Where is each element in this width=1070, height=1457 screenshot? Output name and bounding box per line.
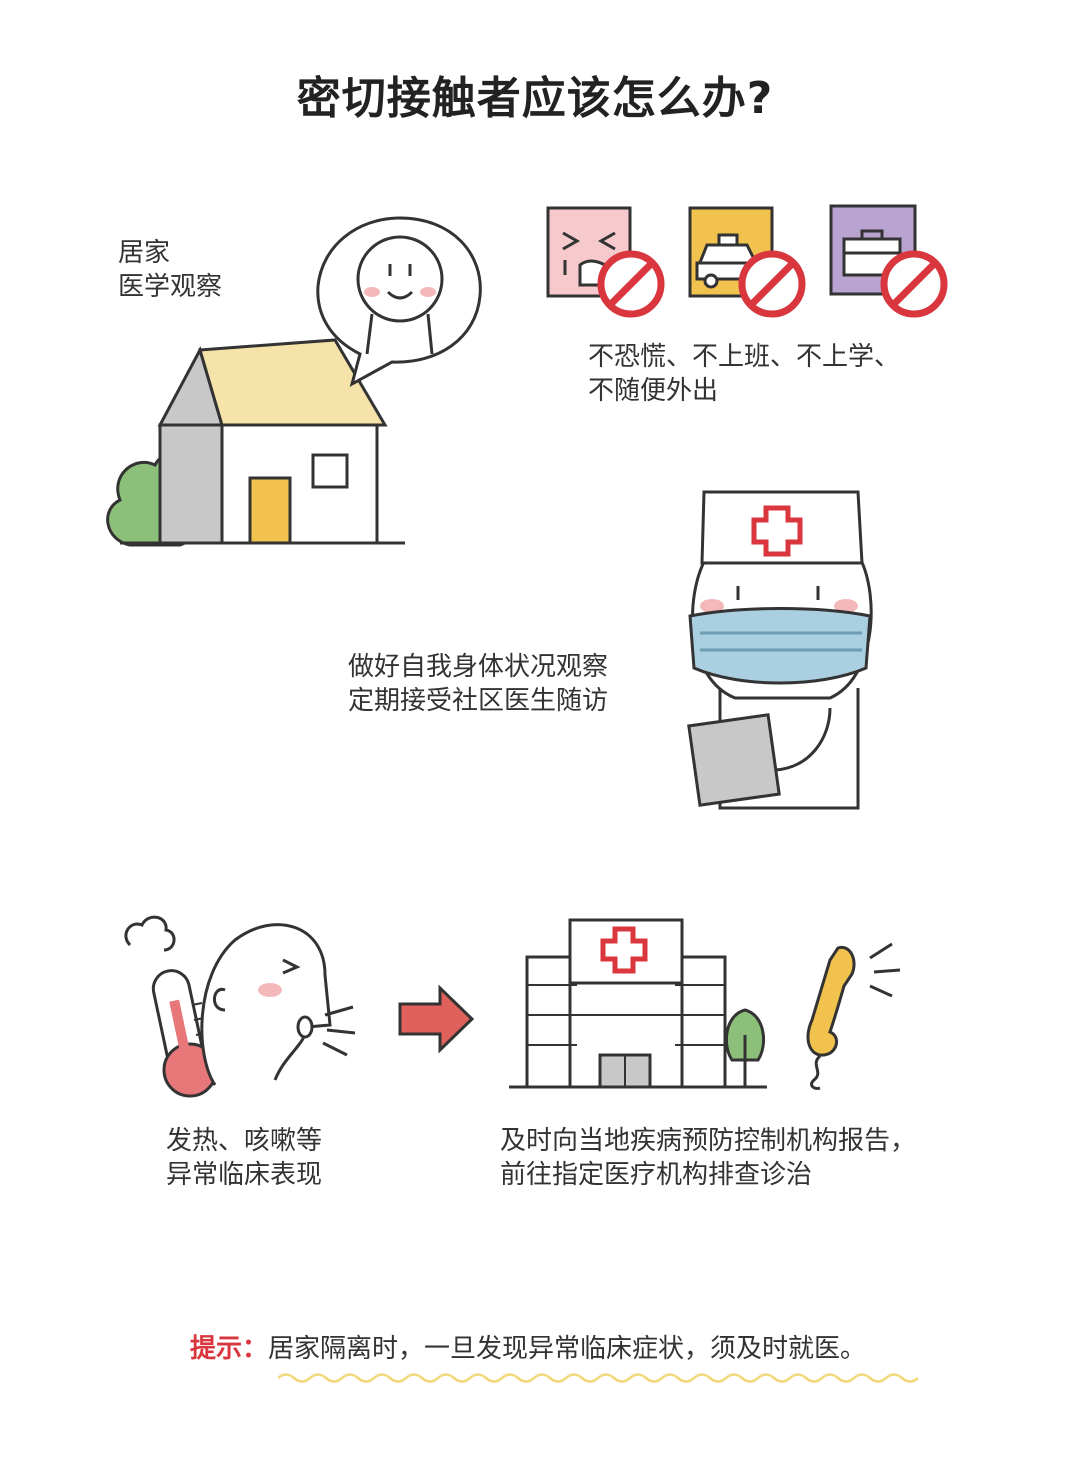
phone-icon — [800, 940, 910, 1090]
doctor-icon — [680, 488, 885, 813]
home-observation-label: 居家 医学观察 — [118, 236, 222, 304]
self-observation-text: 做好自我身体状况观察 定期接受社区医生随访 — [348, 650, 608, 718]
house-icon — [100, 220, 500, 560]
tree-icon — [720, 1005, 770, 1090]
coughing-person-icon — [195, 915, 365, 1090]
arrow-right-icon — [396, 984, 476, 1054]
no-sign-icon — [597, 250, 665, 318]
page-title: 密切接触者应该怎么办? — [296, 73, 774, 124]
symptoms-text: 发热、咳嗽等 异常临床表现 — [166, 1124, 322, 1192]
report-action-text: 及时向当地疾病预防控制机构报告， 前往指定医疗机构排查诊治 — [500, 1124, 916, 1192]
home-observation-line2: 医学观察 — [118, 272, 223, 302]
no-sign-icon — [738, 250, 806, 318]
quarantine-rules-line2: 不随便外出 — [588, 376, 719, 406]
tip-text: 居家隔离时，一旦发现异常临床症状，须及时就医。 — [268, 1334, 867, 1364]
symptoms-line2: 异常临床表现 — [166, 1160, 323, 1190]
tip-note: 提示：居家隔离时，一旦发现异常临床症状，须及时就医。 — [190, 1328, 866, 1365]
no-sign-icon — [880, 250, 948, 318]
report-action-line2: 前往指定医疗机构排查诊治 — [500, 1160, 813, 1190]
report-action-line1: 及时向当地疾病预防控制机构报告， — [500, 1126, 917, 1156]
hospital-icon — [505, 915, 775, 1095]
tip-label: 提示： — [190, 1334, 269, 1364]
home-observation-line1: 居家 — [118, 238, 171, 268]
quarantine-rules: 不恐慌、不上班、不上学、 不随便外出 — [588, 340, 900, 408]
symptoms-line1: 发热、咳嗽等 — [166, 1126, 323, 1156]
squiggle-underline — [277, 1370, 923, 1389]
quarantine-rules-line1: 不恐慌、不上班、不上学、 — [588, 342, 901, 372]
speech-bubble-icon — [312, 214, 487, 389]
self-observation-line2: 定期接受社区医生随访 — [348, 686, 609, 716]
self-observation-line1: 做好自我身体状况观察 — [348, 652, 609, 682]
